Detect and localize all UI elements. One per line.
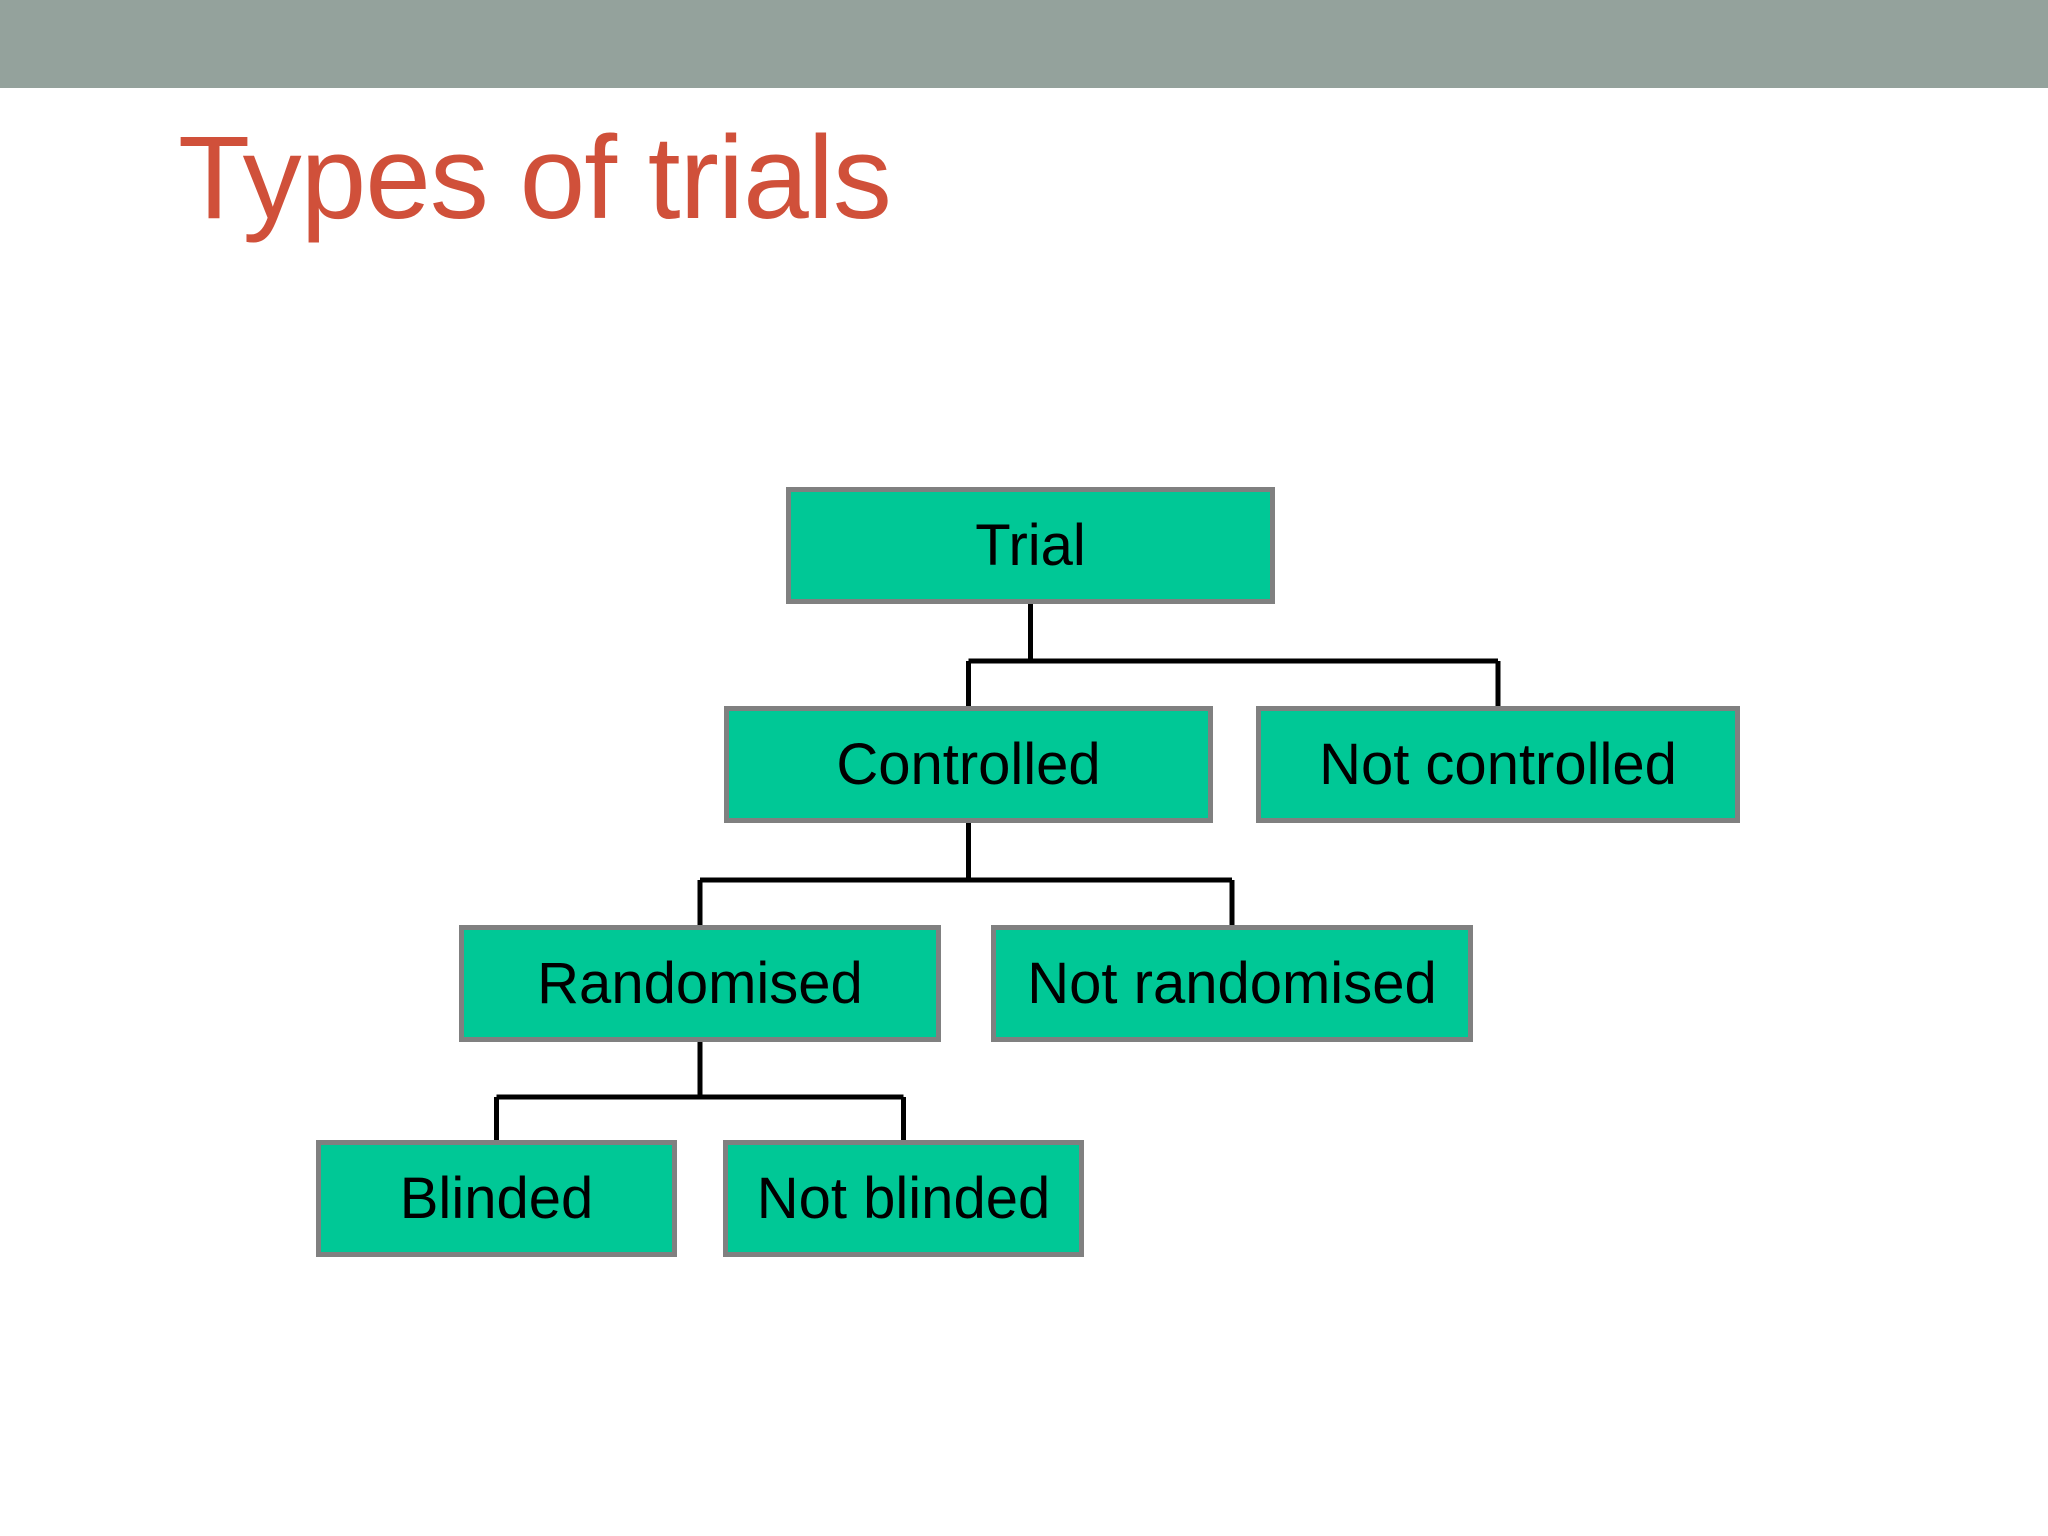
node-not-randomised-label: Not randomised	[1027, 950, 1437, 1016]
node-not-blinded-label: Not blinded	[756, 1165, 1051, 1231]
node-randomised-label: Randomised	[537, 950, 863, 1016]
node-trial-label: Trial	[975, 512, 1086, 578]
node-not-controlled[interactable]: Not controlled	[1256, 706, 1740, 823]
node-not-randomised[interactable]: Not randomised	[991, 925, 1473, 1042]
node-not-blinded[interactable]: Not blinded	[723, 1140, 1084, 1257]
node-controlled[interactable]: Controlled	[724, 706, 1213, 823]
node-blinded[interactable]: Blinded	[316, 1140, 677, 1257]
top-decorative-band	[0, 0, 2048, 88]
node-trial[interactable]: Trial	[786, 487, 1275, 604]
node-controlled-label: Controlled	[836, 731, 1101, 797]
node-not-controlled-label: Not controlled	[1319, 731, 1677, 797]
node-randomised[interactable]: Randomised	[459, 925, 941, 1042]
node-blinded-label: Blinded	[399, 1165, 594, 1231]
page-title: Types of trials	[178, 112, 892, 244]
